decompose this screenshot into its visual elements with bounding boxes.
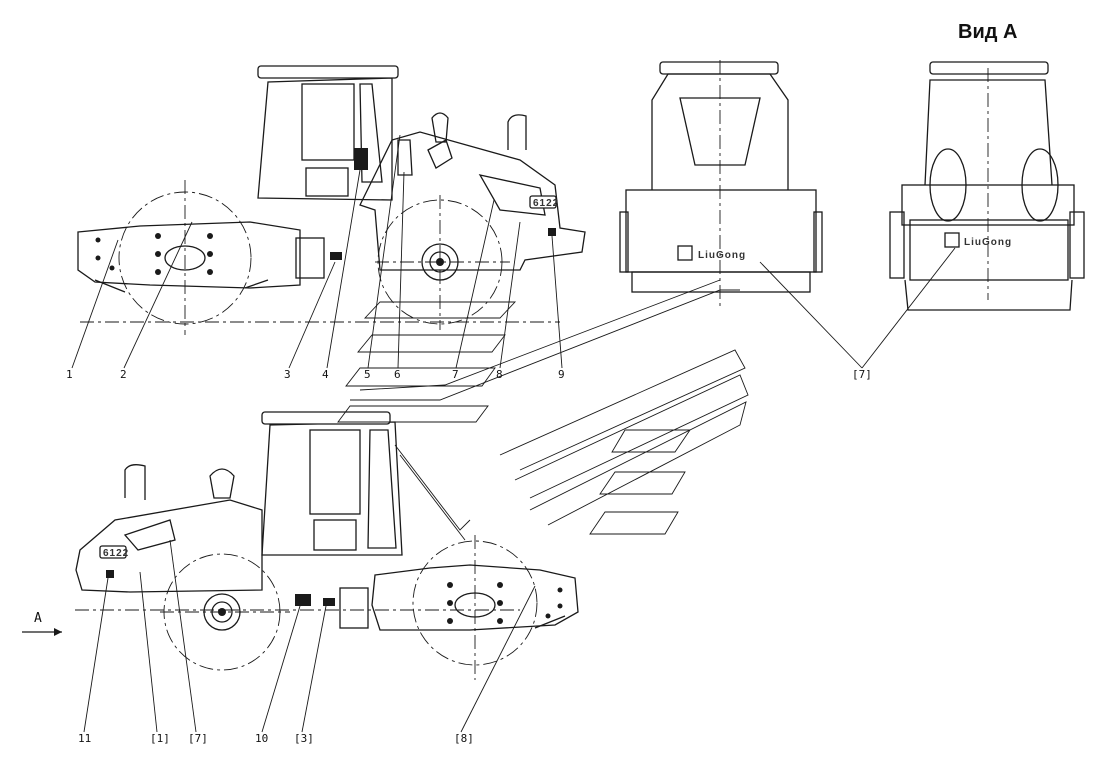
warning-label-9 <box>548 228 556 236</box>
warning-label-10 <box>295 594 311 606</box>
warning-label-3-bottom <box>323 598 335 606</box>
air-intake-top <box>431 112 449 143</box>
callout-8: 8 <box>496 368 503 381</box>
callout-9: 9 <box>558 368 565 381</box>
exhaust-pipe-top <box>507 114 527 150</box>
front-drum-bottom <box>412 540 538 666</box>
cab-sticker-4 <box>354 148 368 170</box>
chevron-bands <box>337 279 749 541</box>
view-direction-arrow: A <box>22 611 62 636</box>
air-intake-bottom <box>209 468 235 499</box>
leader-lines <box>71 134 956 733</box>
front-drum-body <box>909 219 1069 281</box>
liugong-logo-rear: LiuGong <box>677 245 746 261</box>
side-view-bottom: 6122 <box>75 411 579 680</box>
side-view-top: 6122 <box>77 65 586 335</box>
front-view-a: LiuGong <box>889 61 1085 311</box>
model-badge-bottom-text: 6122 <box>103 548 129 559</box>
liugong-brand-front: LiuGong <box>964 237 1012 248</box>
warning-label-3 <box>330 252 342 260</box>
warning-label-11 <box>106 570 114 578</box>
callout-7-right: [7] <box>852 368 872 381</box>
model-badge-top <box>529 195 557 209</box>
rear-view: LiuGong <box>619 60 823 310</box>
front-frame-bottom <box>371 564 579 631</box>
engine-hood-bottom <box>75 499 263 593</box>
liugong-brand-rear: LiuGong <box>698 250 746 261</box>
liugong-logo-front: LiuGong <box>944 232 1012 248</box>
arrow-right-icon <box>54 628 62 636</box>
callout-2: 2 <box>120 368 127 381</box>
callout-8-boxed: [8] <box>454 732 474 745</box>
model-badge-top-text: 6122 <box>533 198 559 209</box>
callout-1-boxed: [1] <box>150 732 170 745</box>
callout-7-boxed: [7] <box>188 732 208 745</box>
callout-5: 5 <box>364 368 371 381</box>
callout-3-boxed: [3] <box>294 732 314 745</box>
view-title: Вид А <box>958 21 1017 43</box>
callout-4: 4 <box>322 368 329 381</box>
callout-6: 6 <box>394 368 401 381</box>
callout-11: 11 <box>78 732 91 745</box>
cab-bottom <box>261 421 403 556</box>
callouts-top: 1 2 3 4 5 6 7 8 9 [7] <box>66 368 872 381</box>
cab-window-bottom <box>309 429 361 515</box>
callout-1: 1 <box>66 368 73 381</box>
direction-label: A <box>34 611 42 626</box>
callout-7: 7 <box>452 368 459 381</box>
cab-window-top <box>301 83 355 161</box>
model-badge-bottom <box>99 545 127 559</box>
callouts-bottom: 11 [1] [7] 10 [3] [8] <box>78 732 474 745</box>
engine-hood-top <box>359 131 586 271</box>
callout-10: 10 <box>255 732 268 745</box>
exhaust-pipe-bottom <box>124 464 146 500</box>
front-frame-top <box>77 221 301 289</box>
callout-3: 3 <box>284 368 291 381</box>
